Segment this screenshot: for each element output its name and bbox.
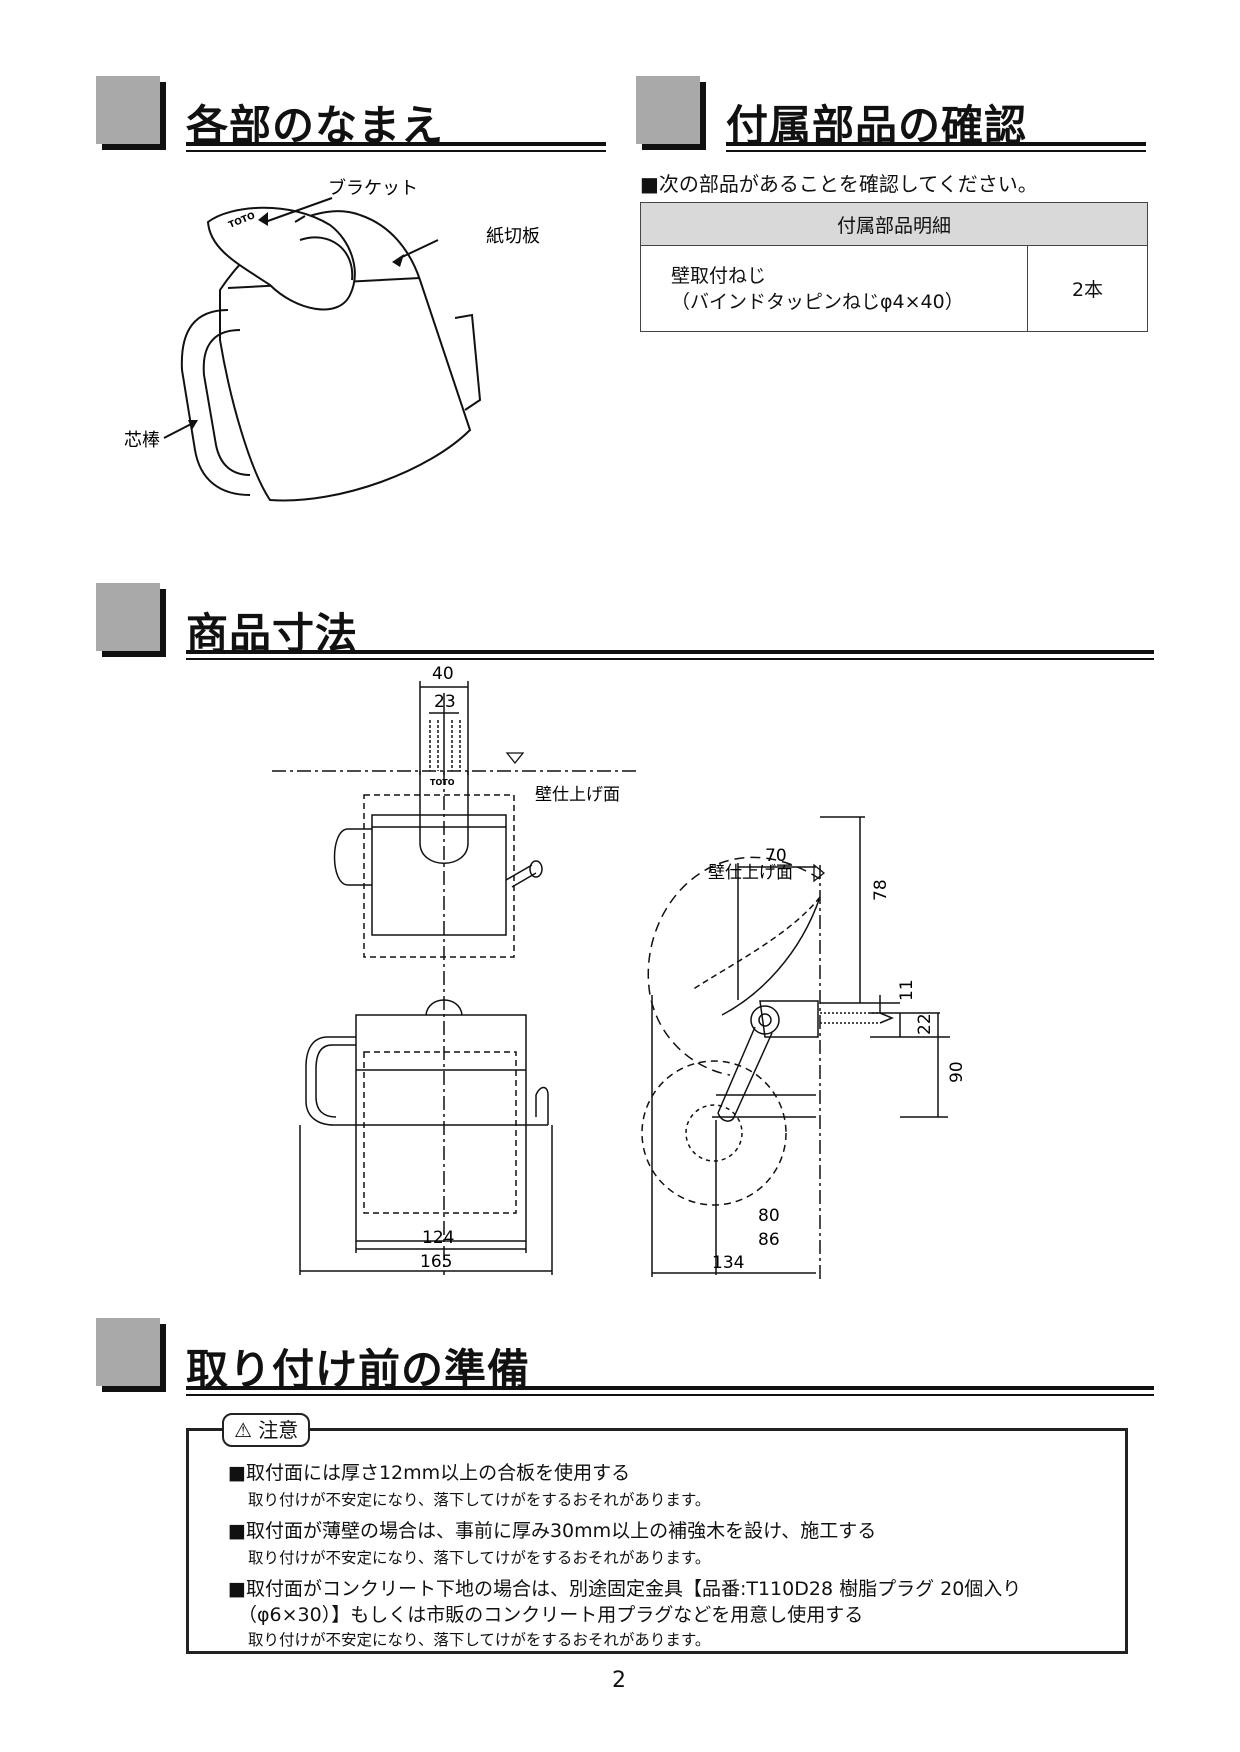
label-bracket: ブラケット bbox=[328, 177, 418, 199]
dim-40: 40 bbox=[432, 665, 454, 684]
section-title: 商品寸法 bbox=[186, 609, 359, 658]
label-core-rod: 芯棒 bbox=[124, 430, 160, 451]
caution-item-3-cont: （φ6×30）】もしくは市販のコンクリート用プラグなどを用意し使用する bbox=[238, 1604, 864, 1626]
dim-80: 80 bbox=[758, 1206, 780, 1226]
caution-tag: ⚠ 注意 bbox=[222, 1413, 311, 1447]
dim-86: 86 bbox=[758, 1230, 780, 1250]
caution-tag-label: 注意 bbox=[258, 1418, 299, 1442]
parts-item-name-line2: （バインドタッピンねじφ4×40） bbox=[671, 290, 964, 313]
parts-table-header: 付属部品明細 bbox=[640, 202, 1148, 246]
caution-item-1-detail: 取り付けが不安定になり、落下してけがをするおそれがあります。 bbox=[248, 1491, 711, 1509]
parts-item-qty: 2本 bbox=[1027, 245, 1148, 332]
caution-item-1: ■取付面には厚さ12mm以上の合板を使用する bbox=[228, 1462, 631, 1484]
page-number: 2 bbox=[612, 1668, 626, 1693]
parts-item-name-line1: 壁取付ねじ bbox=[671, 264, 767, 287]
dim-134: 134 bbox=[712, 1253, 744, 1273]
label-paper-cutter: 紙切板 bbox=[486, 226, 540, 247]
caution-item-2-detail: 取り付けが不安定になり、落下してけがをするおそれがあります。 bbox=[248, 1549, 711, 1567]
dim-23: 23 bbox=[434, 692, 456, 712]
parts-item-name: 壁取付ねじ （バインドタッピンねじφ4×40） bbox=[640, 245, 1028, 332]
caution-item-3: ■取付面がコンクリート下地の場合は、別途固定金具【品番:T110D28 樹脂プラ… bbox=[228, 1578, 1022, 1600]
caution-item-3-detail: 取り付けが不安定になり、落下してけがをするおそれがあります。 bbox=[248, 1631, 711, 1649]
caution-box bbox=[186, 1428, 1128, 1654]
section-marker bbox=[96, 1318, 160, 1386]
dim-70: 70 bbox=[765, 846, 787, 866]
wall-surface-label-side: 壁仕上げ面 bbox=[708, 863, 793, 883]
dimensions-diagram: TOTO 壁仕上げ面 壁仕上げ面 40 23 124 165 70 78 11 … bbox=[272, 665, 967, 1280]
section-title: 各部のなまえ bbox=[186, 101, 445, 150]
section-marker bbox=[96, 583, 160, 651]
names-diagram: TOTO ブラケット 紙切板 芯棒 bbox=[124, 177, 540, 502]
front-logo: TOTO bbox=[430, 778, 455, 787]
parts-table: 付属部品明細 壁取付ねじ （バインドタッピンねじφ4×40） 2本 bbox=[640, 202, 1148, 332]
parts-intro: ■次の部品があることを確認してください。 bbox=[640, 172, 1038, 196]
section-title: 取り付け前の準備 bbox=[186, 1345, 531, 1394]
dim-90: 90 bbox=[947, 1061, 967, 1083]
dim-22: 22 bbox=[915, 1013, 935, 1035]
section-marker bbox=[96, 76, 160, 144]
dim-124: 124 bbox=[422, 1228, 454, 1248]
section-marker bbox=[636, 76, 700, 144]
dim-78: 78 bbox=[871, 879, 891, 901]
section-title: 付属部品の確認 bbox=[726, 101, 1028, 150]
dim-11: 11 bbox=[897, 979, 917, 1001]
warning-icon: ⚠ bbox=[234, 1418, 252, 1442]
dim-165: 165 bbox=[420, 1252, 452, 1272]
caution-item-2: ■取付面が薄壁の場合は、事前に厚み30mm以上の補強木を設け、施工する bbox=[228, 1520, 877, 1542]
wall-surface-label-front: 壁仕上げ面 bbox=[535, 785, 620, 805]
